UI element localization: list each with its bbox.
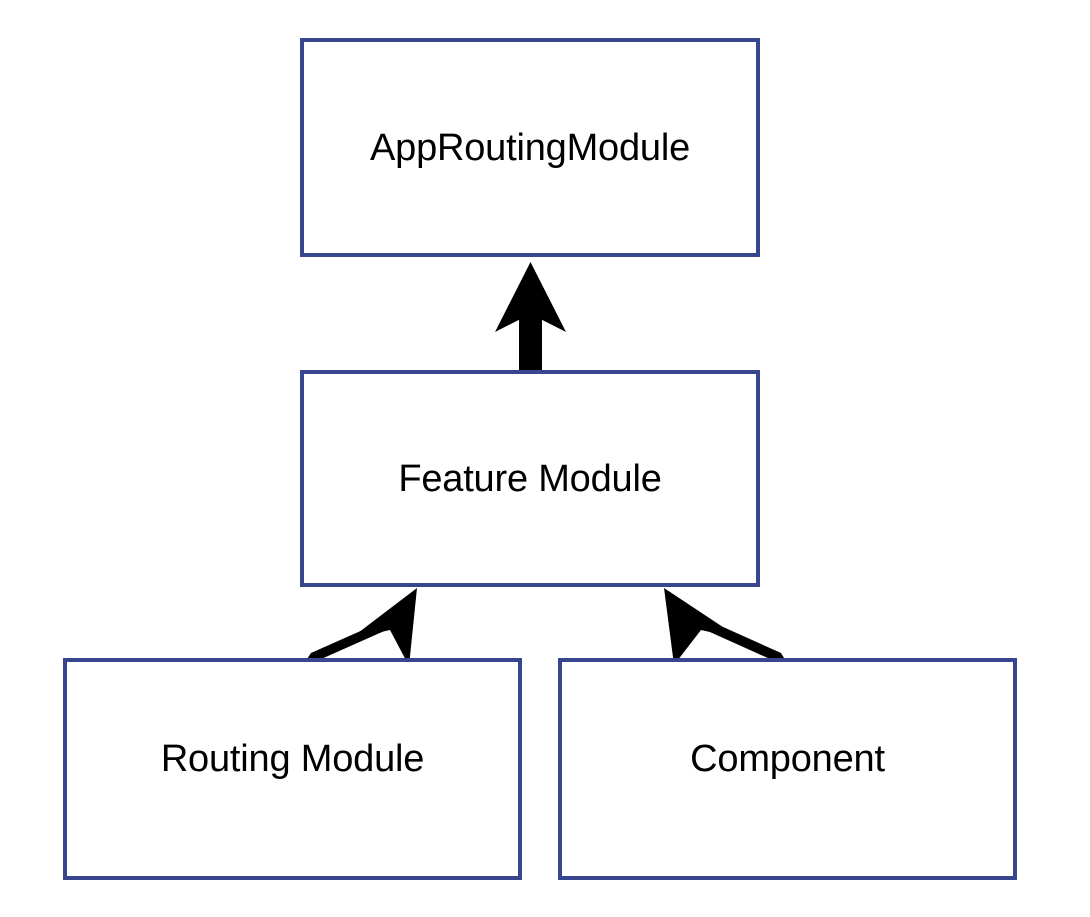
- edge-component-to-feature: [664, 588, 790, 668]
- edge-shaft: [519, 310, 542, 372]
- node-label: Routing Module: [160, 738, 425, 780]
- edge-feature-to-approuting: [495, 262, 566, 372]
- edge-routing-to-feature: [301, 588, 417, 668]
- node-label: Component: [690, 738, 885, 780]
- node-app-routing-module[interactable]: AppRoutingModule: [300, 38, 760, 257]
- node-label: AppRoutingModule: [369, 126, 691, 169]
- node-routing-module[interactable]: Routing Module: [63, 658, 522, 880]
- node-label: Feature Module: [398, 457, 662, 500]
- arrowhead-icon: [495, 262, 566, 332]
- arrowhead-icon: [350, 588, 417, 666]
- node-feature-module[interactable]: Feature Module: [300, 370, 760, 587]
- arrowhead-icon: [664, 588, 741, 665]
- node-component[interactable]: Component: [558, 658, 1017, 880]
